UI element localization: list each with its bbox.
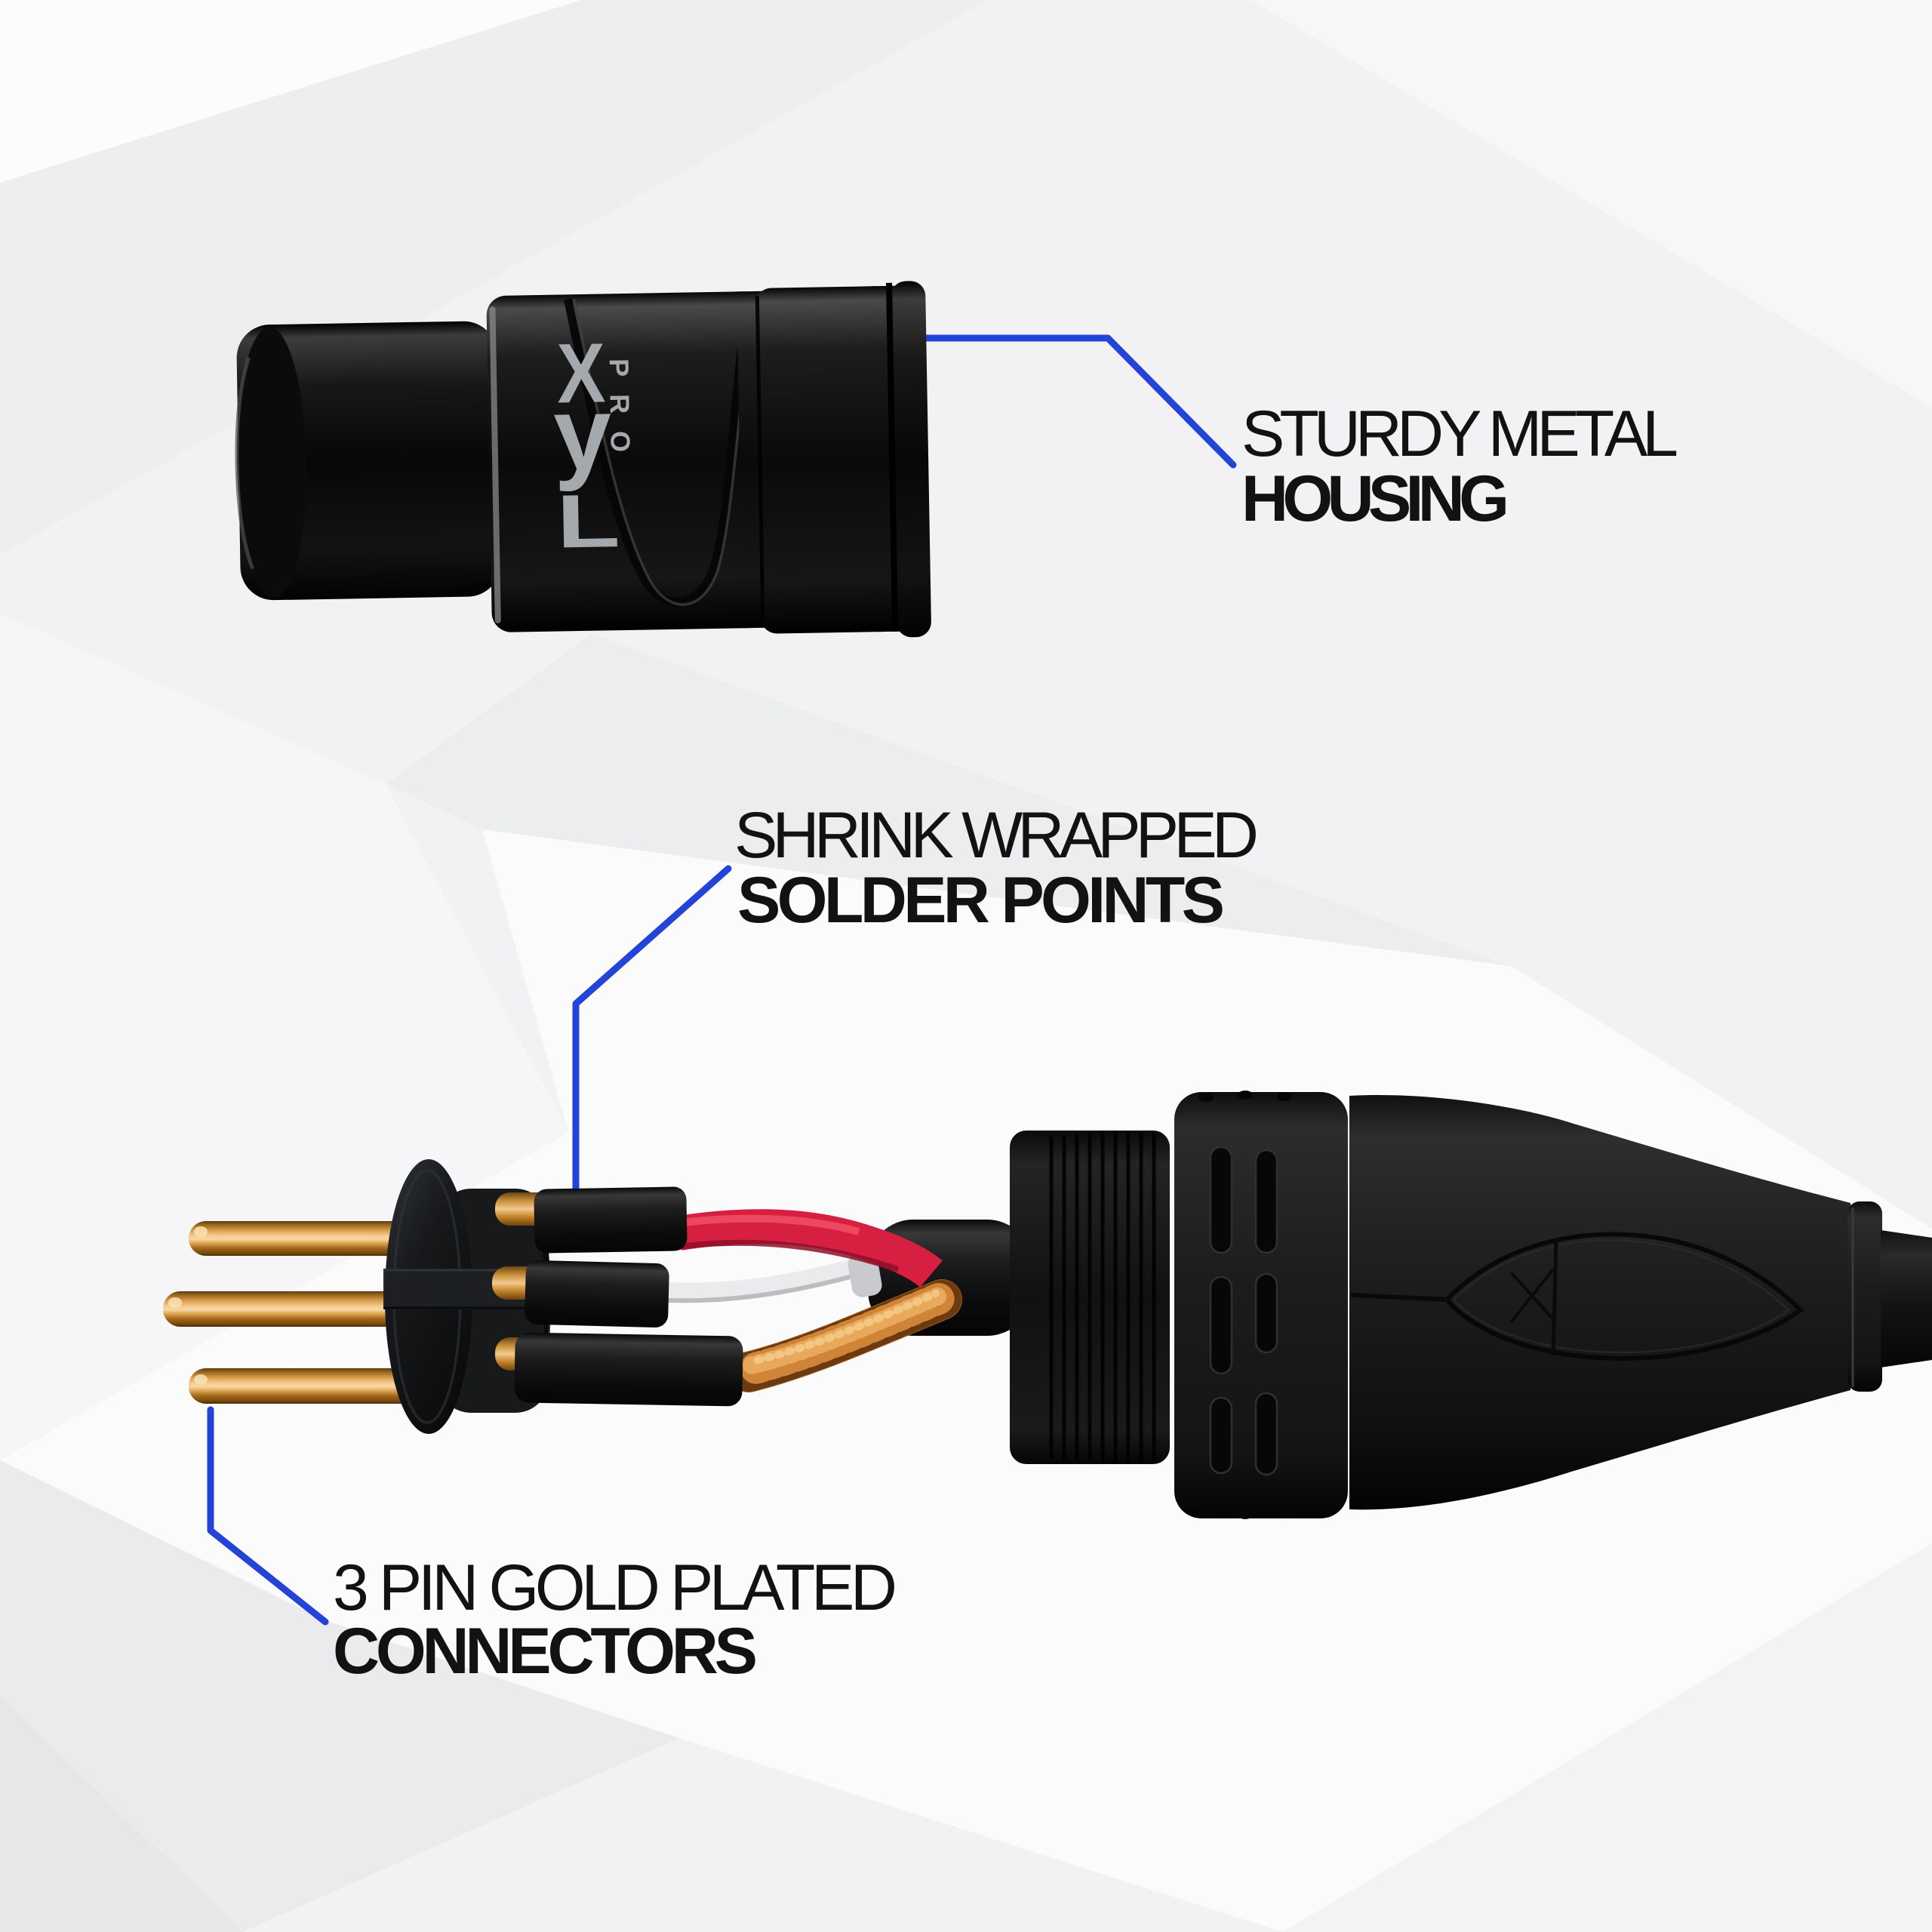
svg-text:STURDY METAL: STURDY METAL [1241, 398, 1678, 470]
svg-text:3 PIN GOLD PLATED: 3 PIN GOLD PLATED [333, 1552, 897, 1624]
svg-text:SHRINK WRAPPED: SHRINK WRAPPED [734, 799, 1259, 872]
svg-text:SOLDER POINTS: SOLDER POINTS [737, 864, 1225, 937]
svg-text:PRO: PRO [604, 358, 636, 453]
svg-text:CONNECTORS: CONNECTORS [333, 1615, 758, 1687]
svg-text:HOUSING: HOUSING [1241, 463, 1509, 535]
svg-text:X: X [556, 325, 606, 420]
svg-text:y: y [552, 375, 613, 492]
svg-text:L: L [556, 478, 621, 564]
